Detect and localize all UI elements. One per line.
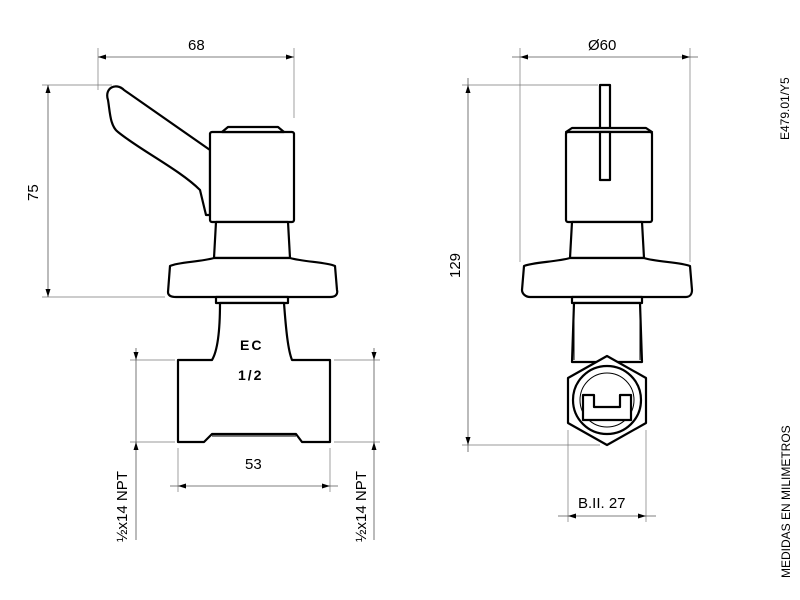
side-hex-dimension: B.II. 27 [558, 430, 656, 522]
front-base-width-dimension: 53 [170, 448, 338, 492]
front-handle-lever [106, 85, 212, 217]
thread-left-label: ½x14 NPT [114, 471, 131, 542]
side-view [520, 83, 694, 447]
side-flange [520, 256, 694, 299]
front-valve-body [176, 301, 332, 444]
hex-dim-label: B.II. 27 [578, 495, 626, 512]
side-stem [570, 301, 644, 364]
thread-right-label: ½x14 NPT [353, 471, 370, 542]
front-top-cap [220, 125, 286, 134]
base-width-dim-label: 53 [245, 456, 262, 473]
front-flange [166, 256, 339, 299]
side-neck [568, 220, 646, 260]
front-neck [212, 220, 292, 260]
marking-top: EC [240, 337, 263, 353]
width-dim-label: 68 [188, 37, 205, 54]
front-view: EC 1/2 [106, 85, 339, 444]
side-diameter-dimension: Ø60 [512, 37, 698, 262]
drawing-code: E479.01/Y5 [778, 77, 792, 140]
front-handle-body [208, 130, 296, 224]
front-height-dimension: 75 [25, 84, 165, 298]
side-hex-slot [581, 393, 633, 422]
front-width-dimension: 68 [97, 37, 295, 118]
side-total-height-dimension: 129 [447, 78, 600, 452]
height-dim-label: 75 [25, 184, 42, 201]
front-thread-dimensions: ½x14 NPT ½x14 NPT [114, 348, 380, 542]
diameter-dim-label: Ø60 [588, 37, 616, 54]
total-height-dim-label: 129 [447, 253, 464, 278]
units-note: MEDIDAS EN MILIMETROS [779, 425, 793, 578]
marking-bottom: 1/2 [238, 367, 263, 383]
